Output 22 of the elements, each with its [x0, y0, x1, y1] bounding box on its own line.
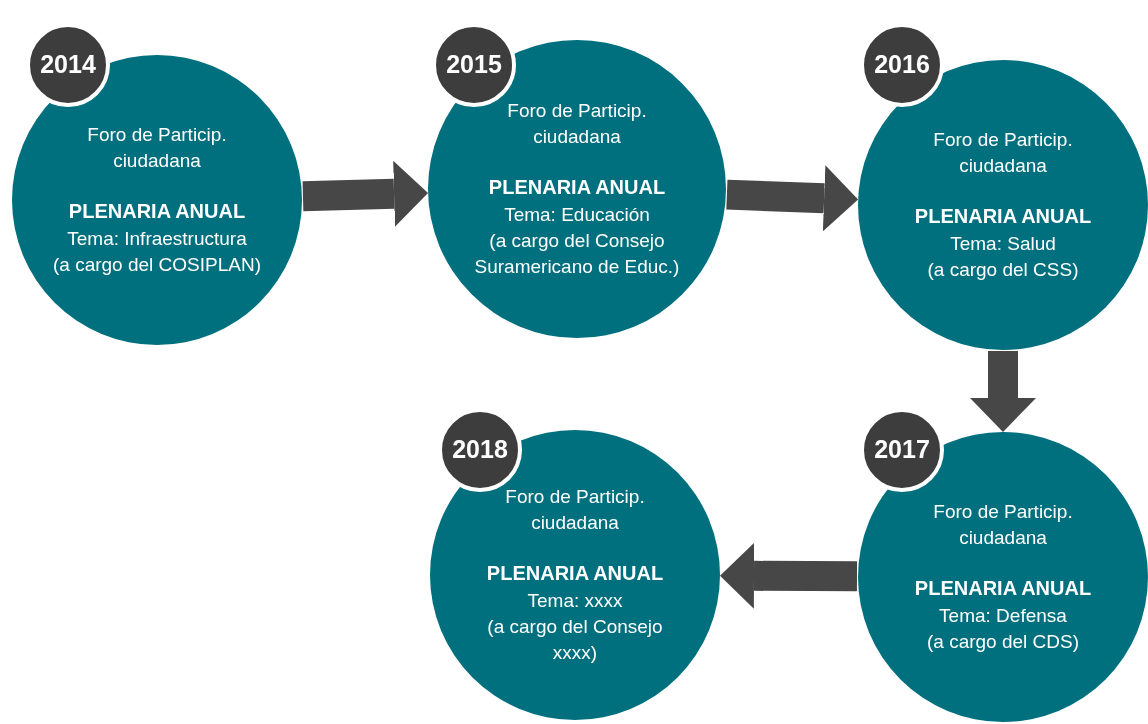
responsible-text: (a cargo del CDS): [926, 630, 1080, 654]
forum-text: Foro de Particip. ciudadana: [932, 127, 1074, 178]
plenary-heading: PLENARIA ANUAL: [486, 561, 664, 587]
topic-text: Tema: xxxx: [527, 588, 623, 613]
responsible-text: (a cargo del Consejo Suramericano de Educ.): [473, 228, 681, 280]
arrow: [970, 351, 1036, 432]
plenary-heading: PLENARIA ANUAL: [914, 204, 1092, 230]
topic-text: Tema: Educación: [504, 202, 650, 227]
forum-text: Foro de Particip. ciudadana: [932, 499, 1074, 550]
arrow: [720, 542, 858, 609]
arrow: [726, 165, 859, 232]
plenary-heading: PLENARIA ANUAL: [488, 175, 666, 201]
plenary-heading: PLENARIA ANUAL: [914, 576, 1092, 602]
responsible-text: (a cargo del Consejo xxxx): [486, 614, 664, 666]
topic-text: Tema: Defensa: [939, 603, 1067, 628]
responsible-text: (a cargo del CSS): [927, 258, 1079, 282]
arrow: [302, 160, 429, 227]
plenary-heading: PLENARIA ANUAL: [68, 199, 246, 225]
topic-text: Tema: Infraestructura: [67, 226, 247, 251]
topic-text: Tema: Salud: [950, 231, 1056, 256]
forum-text: Foro de Particip. ciudadana: [86, 122, 228, 173]
responsible-text: (a cargo del COSIPLAN): [53, 253, 261, 277]
